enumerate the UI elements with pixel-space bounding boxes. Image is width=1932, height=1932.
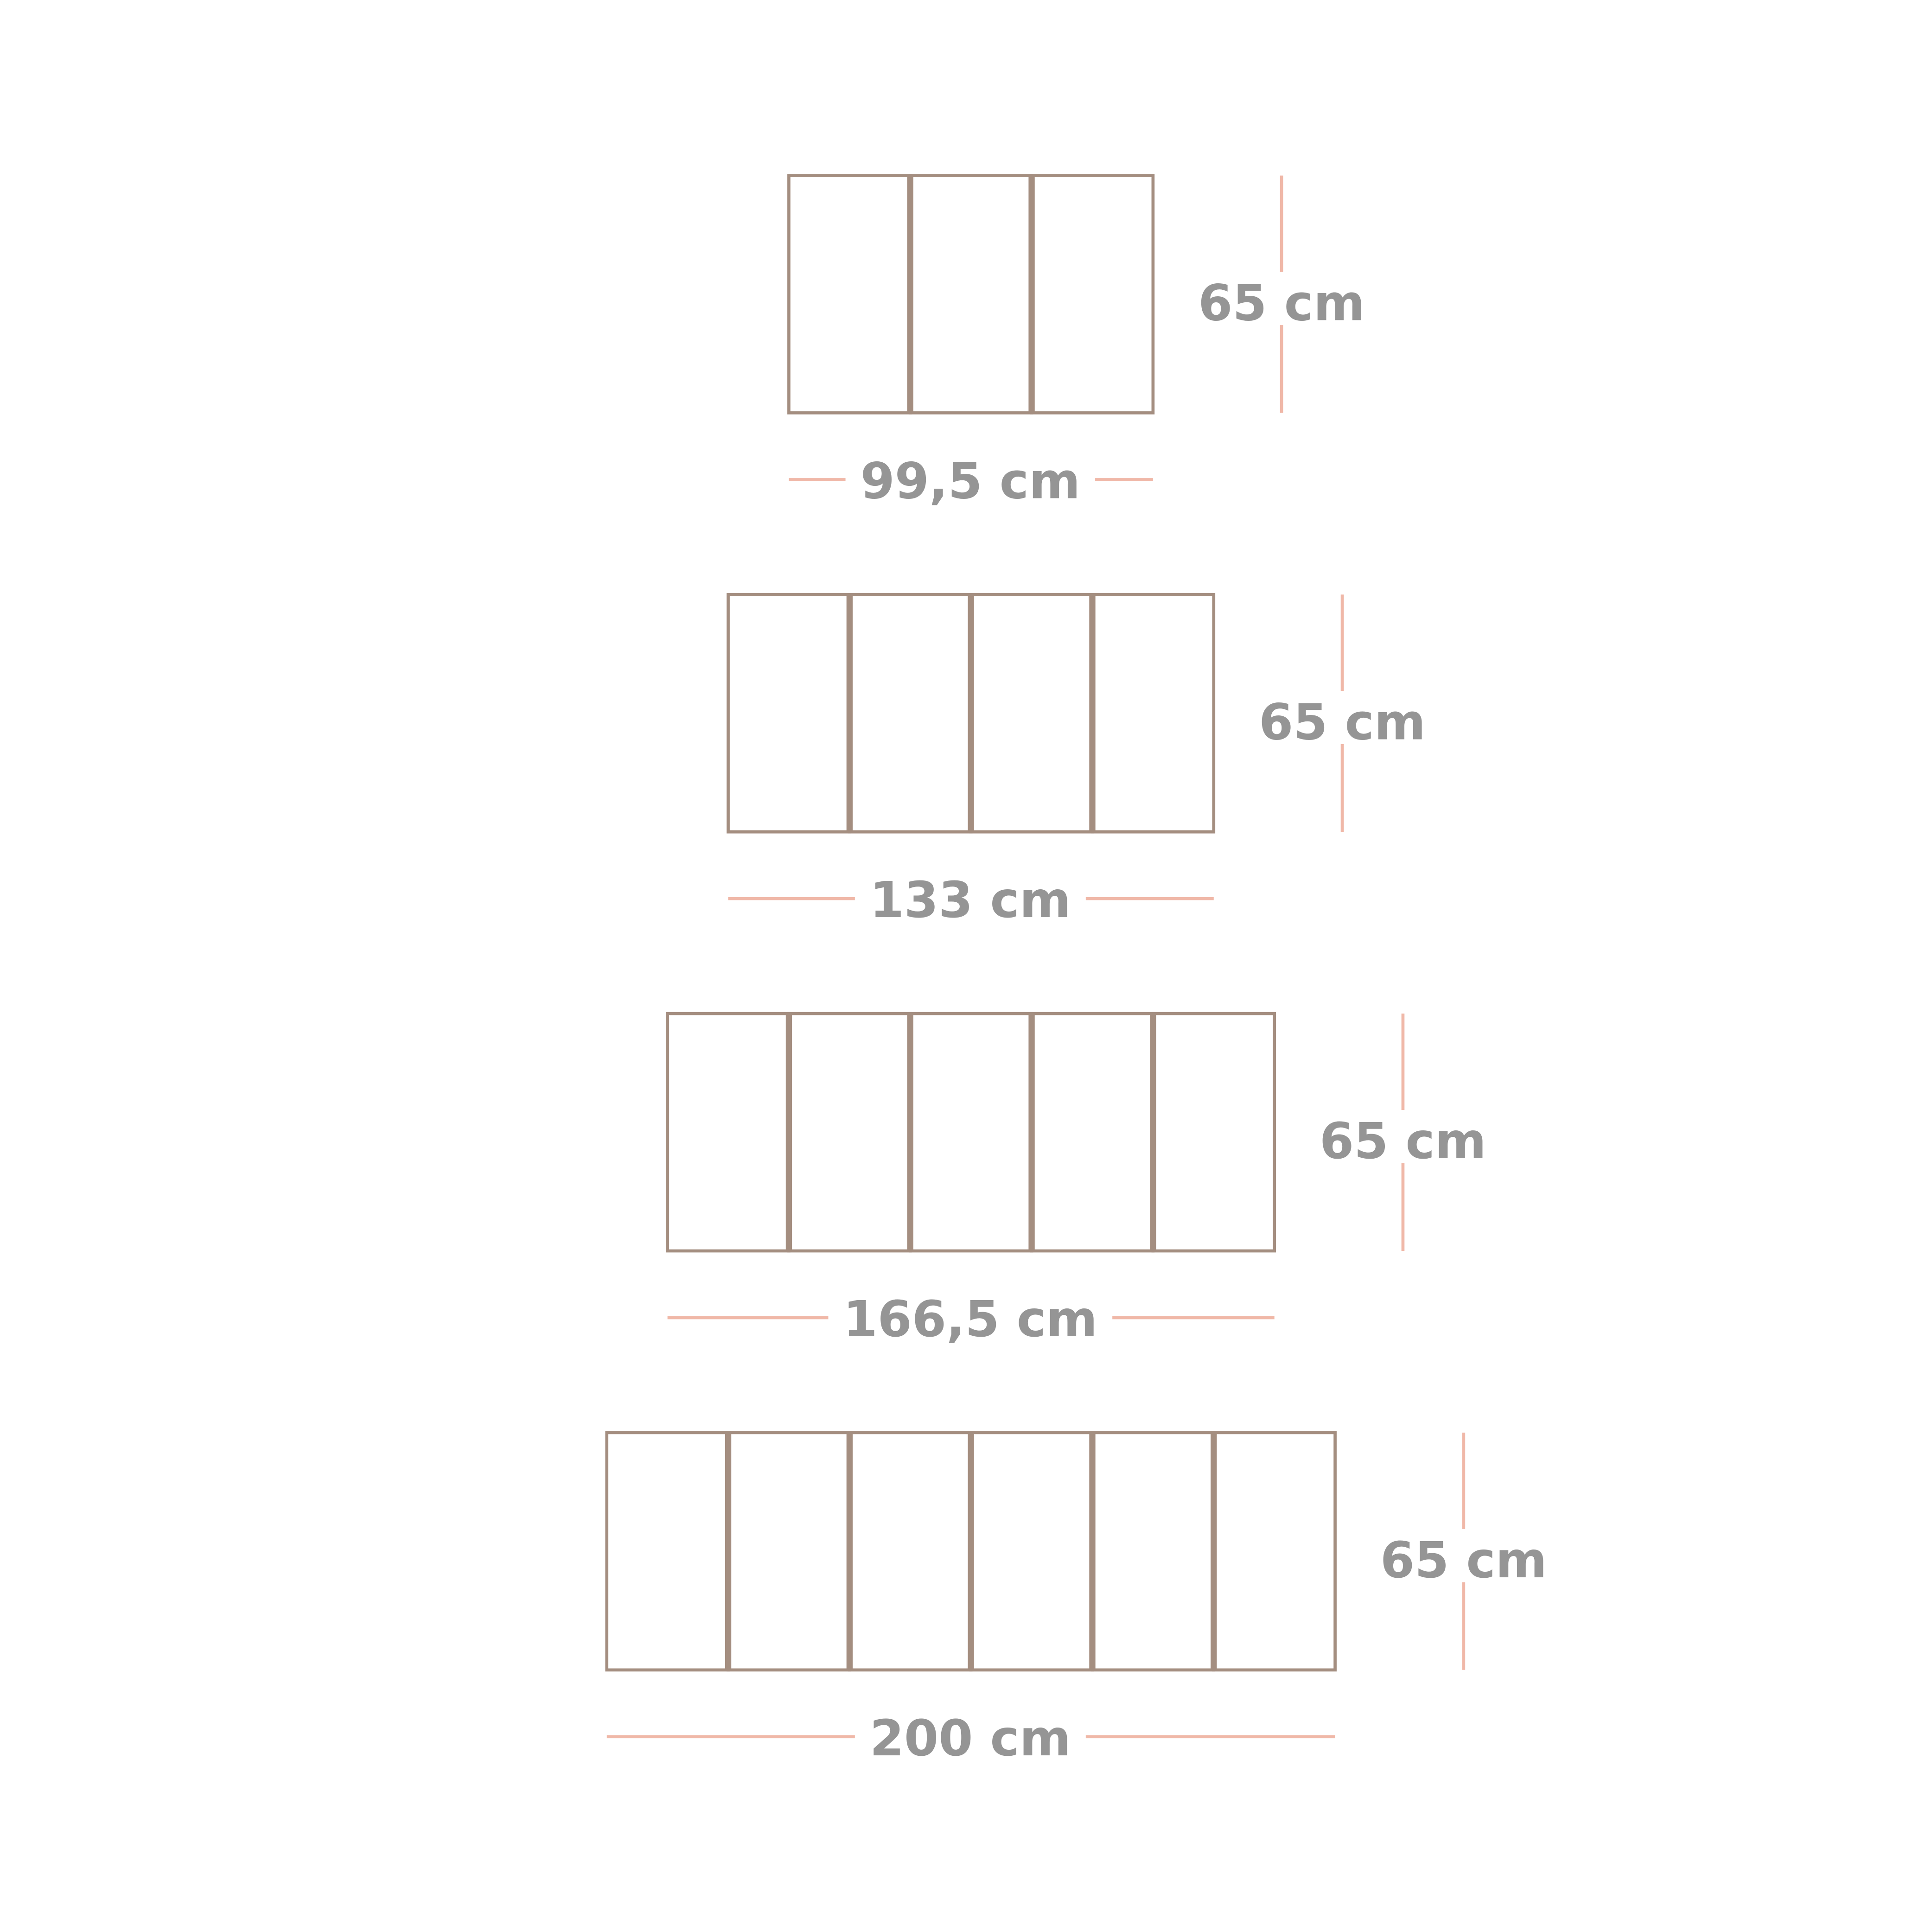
width-label: 133 cm [870,872,1071,929]
panel [969,1431,1094,1672]
panel [908,1012,1033,1253]
panel [1151,1012,1276,1253]
panel [1090,1431,1216,1672]
panel [727,593,851,834]
panel [848,1431,973,1672]
width-label: 200 cm [870,1710,1071,1767]
height-label: 65 cm [1259,694,1426,751]
configuration-5-panels: 166,5 cm 65 cm [666,1012,1486,1348]
width-label: 99,5 cm [861,453,1081,510]
panel [908,174,1033,414]
panel [605,1431,730,1672]
configuration-4-panels: 133 cm 65 cm [727,593,1426,929]
height-label: 65 cm [1198,275,1365,332]
panel [1090,593,1216,834]
configuration-6-panels: 200 cm 65 cm [605,1431,1547,1767]
panel [727,1431,851,1672]
height-label: 65 cm [1320,1113,1486,1170]
panel [787,1012,912,1253]
configuration-3-panels: 99,5 cm 65 cm [787,174,1365,510]
panel [969,593,1094,834]
height-label: 65 cm [1380,1532,1547,1589]
width-label: 166,5 cm [843,1291,1097,1348]
panel [666,1012,791,1253]
panel [1030,1012,1155,1253]
panel [787,174,912,414]
panel [1212,1431,1337,1672]
panel [848,593,973,834]
panel [1030,174,1155,414]
